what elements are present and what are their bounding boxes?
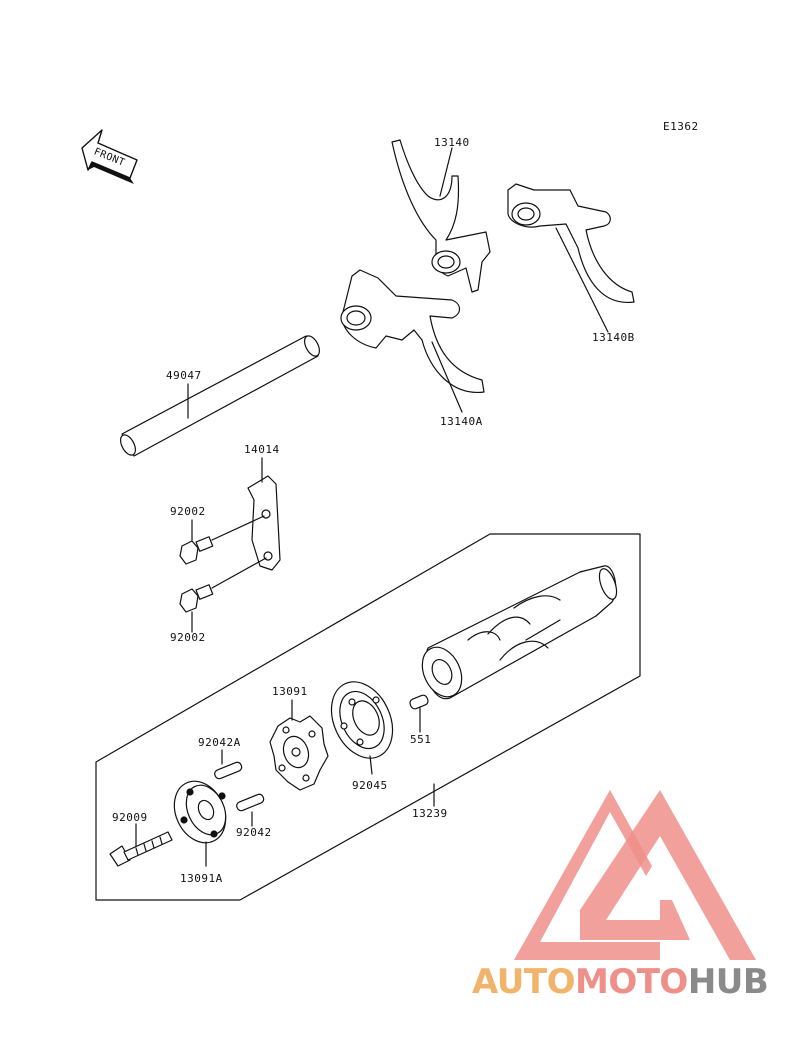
watermark-text: AUTOMOTOHUB xyxy=(472,962,769,1002)
watermark-logo-icon xyxy=(514,790,756,960)
pin-551 xyxy=(409,694,429,710)
label-14014: 14014 xyxy=(244,443,280,456)
label-92002-top: 92002 xyxy=(170,505,206,518)
watermark-part1: AUTO xyxy=(472,962,575,1002)
label-92042A: 92042A xyxy=(198,736,241,749)
pin-92042 xyxy=(236,793,265,812)
bolt-92002-bottom xyxy=(179,557,267,613)
label-13140: 13140 xyxy=(434,136,470,149)
diagram-code: E1362 xyxy=(663,120,699,133)
label-13140B: 13140B xyxy=(592,331,635,344)
label-13091A: 13091A xyxy=(180,872,223,885)
label-92002-bottom: 92002 xyxy=(170,631,206,644)
front-arrow-icon xyxy=(81,129,138,184)
shift-fork-13140 xyxy=(391,139,491,293)
shift-fork-13140B xyxy=(507,183,635,303)
holder-13091A xyxy=(173,780,227,844)
label-13239: 13239 xyxy=(412,807,448,820)
label-92042: 92042 xyxy=(236,826,272,839)
label-551: 551 xyxy=(410,733,432,746)
shift-rod-49047 xyxy=(120,335,320,457)
screw-92009 xyxy=(109,831,173,867)
assembly-frame-13239 xyxy=(95,533,641,901)
bolt-92002-top xyxy=(179,515,265,565)
bearing-92045 xyxy=(330,681,394,759)
watermark-part2: MOTO xyxy=(574,962,688,1002)
watermark-part3: HUB xyxy=(687,962,769,1002)
pin-92042A xyxy=(214,761,243,780)
label-92009: 92009 xyxy=(112,811,148,824)
label-13091: 13091 xyxy=(272,685,308,698)
label-92045: 92045 xyxy=(352,779,388,792)
label-13140A: 13140A xyxy=(440,415,483,428)
shift-fork-13140A xyxy=(340,269,485,393)
plate-14014 xyxy=(247,475,281,571)
gear-13091 xyxy=(269,715,329,791)
shift-drum xyxy=(421,565,618,700)
label-49047: 49047 xyxy=(166,369,202,382)
